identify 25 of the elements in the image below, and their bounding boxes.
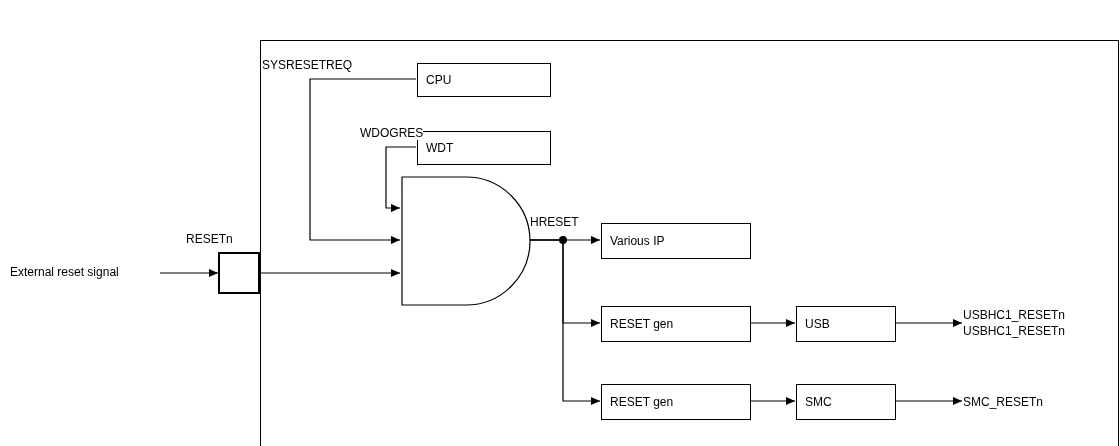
cpu-block: CPU: [417, 63, 551, 97]
signal-label: USBHC1_RESETn: [963, 307, 1067, 323]
signal-label: HRESET: [530, 215, 579, 229]
ip-block: Various IP: [601, 223, 751, 259]
arrow: [385, 146, 417, 212]
arrow: [259, 269, 401, 277]
memory-controller-block: SMC: [796, 384, 896, 420]
and-gate-symbol: [401, 176, 531, 306]
signal-label: External reset signal: [10, 265, 160, 281]
signal-label: USBHC1_RESETn: [963, 323, 1067, 339]
reset-generator-block: RESET gen: [601, 306, 751, 342]
signal-label: SMC_RESETn: [963, 395, 1113, 411]
arrow: [749, 319, 796, 327]
usb-block: USB: [796, 306, 896, 342]
arrow: [529, 239, 601, 405]
arrow: [894, 319, 963, 327]
reset-generator-block: RESET gen: [601, 384, 751, 420]
arrow: [159, 269, 219, 277]
signal-label: WDOGRES: [360, 126, 424, 140]
chip-outline: [260, 40, 1119, 446]
arrow: [309, 78, 417, 244]
arrow: [894, 397, 963, 405]
signal-label: SYSRESETREQ: [262, 58, 353, 72]
pin-label: RESETn: [186, 232, 233, 246]
arrow: [749, 397, 796, 405]
